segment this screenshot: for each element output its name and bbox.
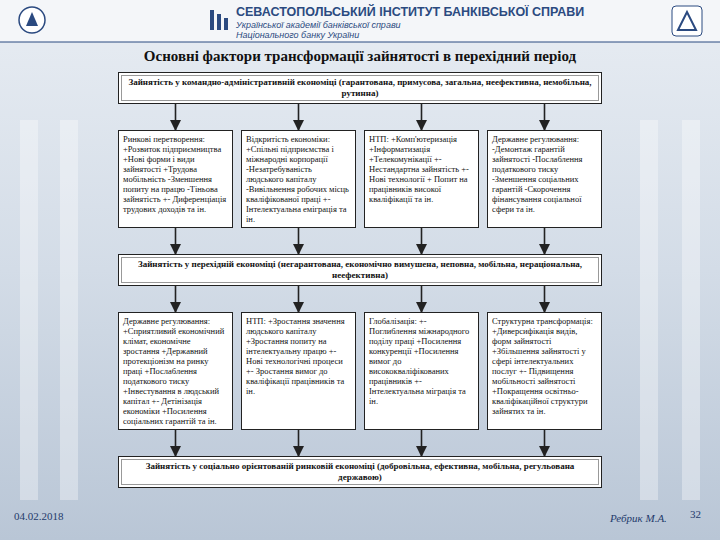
node-text: Зайнятість у соціально орієнтованій ринк… bbox=[119, 457, 601, 487]
flow-arrow bbox=[544, 430, 546, 456]
factor-box: Державне регулювання: +Сприятливий еконо… bbox=[118, 312, 233, 430]
factor-box: Ринкові перетворення: +Розвиток підприєм… bbox=[118, 130, 233, 228]
flow-arrow bbox=[421, 228, 423, 254]
slide-date: 04.02.2018 bbox=[14, 510, 114, 522]
node-text: Глобалізація: +- Поглиблення міжнародног… bbox=[365, 313, 478, 409]
node-text: Структурна трансформація: +Диверсифікаці… bbox=[488, 313, 601, 419]
node-text: НТП: +Комп'ютеризація +Інформатизація +Т… bbox=[365, 131, 478, 207]
flow-arrow bbox=[298, 228, 300, 254]
stage-band: Зайнятість у перехідній економіці (негар… bbox=[118, 254, 602, 286]
flow-arrow bbox=[175, 228, 177, 254]
node-text: Державне регулювання: -Демонтаж гарантій… bbox=[488, 131, 601, 217]
flow-arrow bbox=[175, 104, 177, 130]
flow-arrow bbox=[421, 430, 423, 456]
node-text: Зайнятість у перехідній економіці (негар… bbox=[119, 255, 601, 285]
flow-arrow bbox=[175, 286, 177, 312]
factor-box: НТП: +Комп'ютеризація +Інформатизація +Т… bbox=[364, 130, 479, 228]
node-text: Державне регулювання: +Сприятливий еконо… bbox=[119, 313, 232, 429]
flow-arrow bbox=[544, 228, 546, 254]
bank-name: Національного банку України bbox=[236, 31, 666, 41]
institute-name: СЕВАСТОПОЛЬСЬКИЙ ІНСТИТУТ БАНКІВСЬКОЇ СП… bbox=[236, 6, 666, 20]
flow-arrow bbox=[298, 430, 300, 456]
academy-name: Української академії банківської справи bbox=[236, 21, 666, 31]
flow-arrow bbox=[544, 286, 546, 312]
stage-band: Зайнятість у соціально орієнтованій ринк… bbox=[118, 456, 602, 488]
node-text: НТП: +Зростання значення людського капіт… bbox=[242, 313, 355, 399]
factor-box: Структурна трансформація: +Диверсифікаці… bbox=[487, 312, 602, 430]
slide-title: Основні фактори трансформації зайнятості… bbox=[40, 48, 680, 65]
author-name: Ребрик М.А. bbox=[610, 512, 690, 524]
node-text: Зайнятість у командно-адміністративній е… bbox=[119, 73, 601, 103]
factor-box: Глобалізація: +- Поглиблення міжнародног… bbox=[364, 312, 479, 430]
factor-box: НТП: +Зростання значення людського капіт… bbox=[241, 312, 356, 430]
factor-box: Державне регулювання: -Демонтаж гарантій… bbox=[487, 130, 602, 228]
stage-band: Зайнятість у командно-адміністративній е… bbox=[118, 72, 602, 104]
node-text: Відкритість економіки: +Спільні підприєм… bbox=[242, 131, 355, 227]
flow-arrow bbox=[298, 104, 300, 130]
flow-arrow bbox=[175, 430, 177, 456]
factor-box: Відкритість економіки: +Спільні підприєм… bbox=[241, 130, 356, 228]
flow-arrow bbox=[421, 104, 423, 130]
page-number: 32 bbox=[690, 508, 716, 520]
flow-arrow bbox=[544, 104, 546, 130]
flow-arrow bbox=[421, 286, 423, 312]
node-text: Ринкові перетворення: +Розвиток підприєм… bbox=[119, 131, 232, 217]
flow-arrow bbox=[298, 286, 300, 312]
